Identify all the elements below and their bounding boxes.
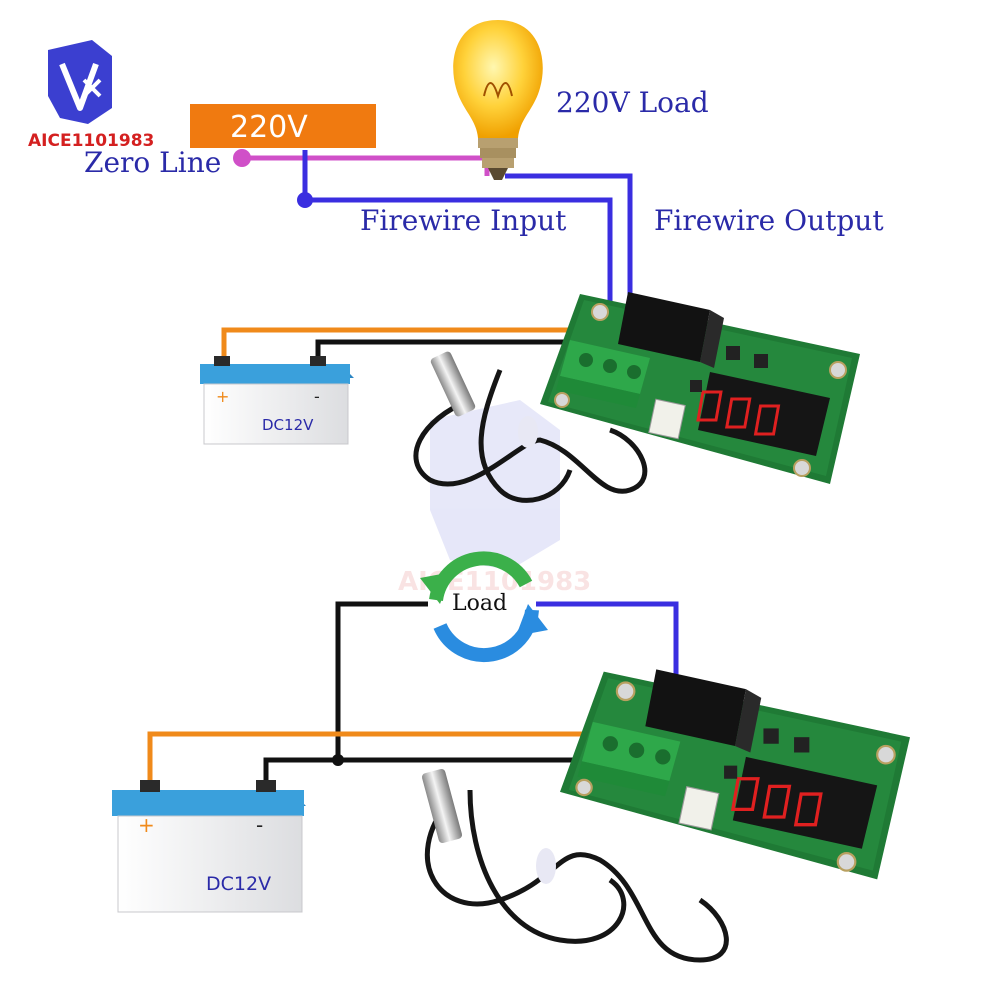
source-box bbox=[190, 104, 376, 148]
battery-label-bottom: DC12V bbox=[206, 873, 271, 895]
dc-positive-wire bbox=[221, 327, 601, 362]
load-cycle-label: Load bbox=[452, 591, 507, 616]
battery-minus-bottom: - bbox=[256, 813, 263, 837]
temperature-probe-top bbox=[413, 351, 648, 503]
battery-bottom: + - DC12V bbox=[112, 780, 306, 913]
firewire-output-wire bbox=[505, 173, 633, 318]
light-bulb-icon bbox=[453, 20, 543, 180]
temperature-probe-bottom bbox=[421, 769, 729, 963]
load-label: 220V Load bbox=[556, 86, 709, 119]
load-return-wire bbox=[335, 601, 428, 760]
source-label: 220V bbox=[230, 110, 308, 145]
dc-positive-wire-bottom bbox=[147, 731, 652, 790]
thermostat-module-bottom bbox=[560, 667, 910, 880]
load-cycle-icon: Load bbox=[420, 551, 548, 663]
firewire-input-wire bbox=[302, 150, 613, 322]
battery-plus: + bbox=[216, 387, 229, 406]
logo-text: AICE1101983 bbox=[28, 131, 154, 151]
thermostat-module-top bbox=[540, 290, 860, 484]
shield-icon bbox=[48, 40, 112, 124]
source-220v: 220V bbox=[190, 104, 376, 148]
zero-line-label: Zero Line bbox=[84, 146, 221, 179]
firewire-output-label: Firewire Output bbox=[654, 204, 884, 237]
zero-line-terminal bbox=[233, 149, 251, 167]
battery-plus-bottom: + bbox=[138, 813, 155, 837]
brand-logo: AICE1101983 bbox=[28, 40, 154, 151]
zero-line-wire bbox=[242, 155, 490, 176]
battery-top: + - DC12V bbox=[200, 356, 354, 445]
battery-minus: - bbox=[314, 387, 320, 406]
firewire-input-label: Firewire Input bbox=[360, 204, 567, 237]
battery-label: DC12V bbox=[262, 416, 314, 434]
